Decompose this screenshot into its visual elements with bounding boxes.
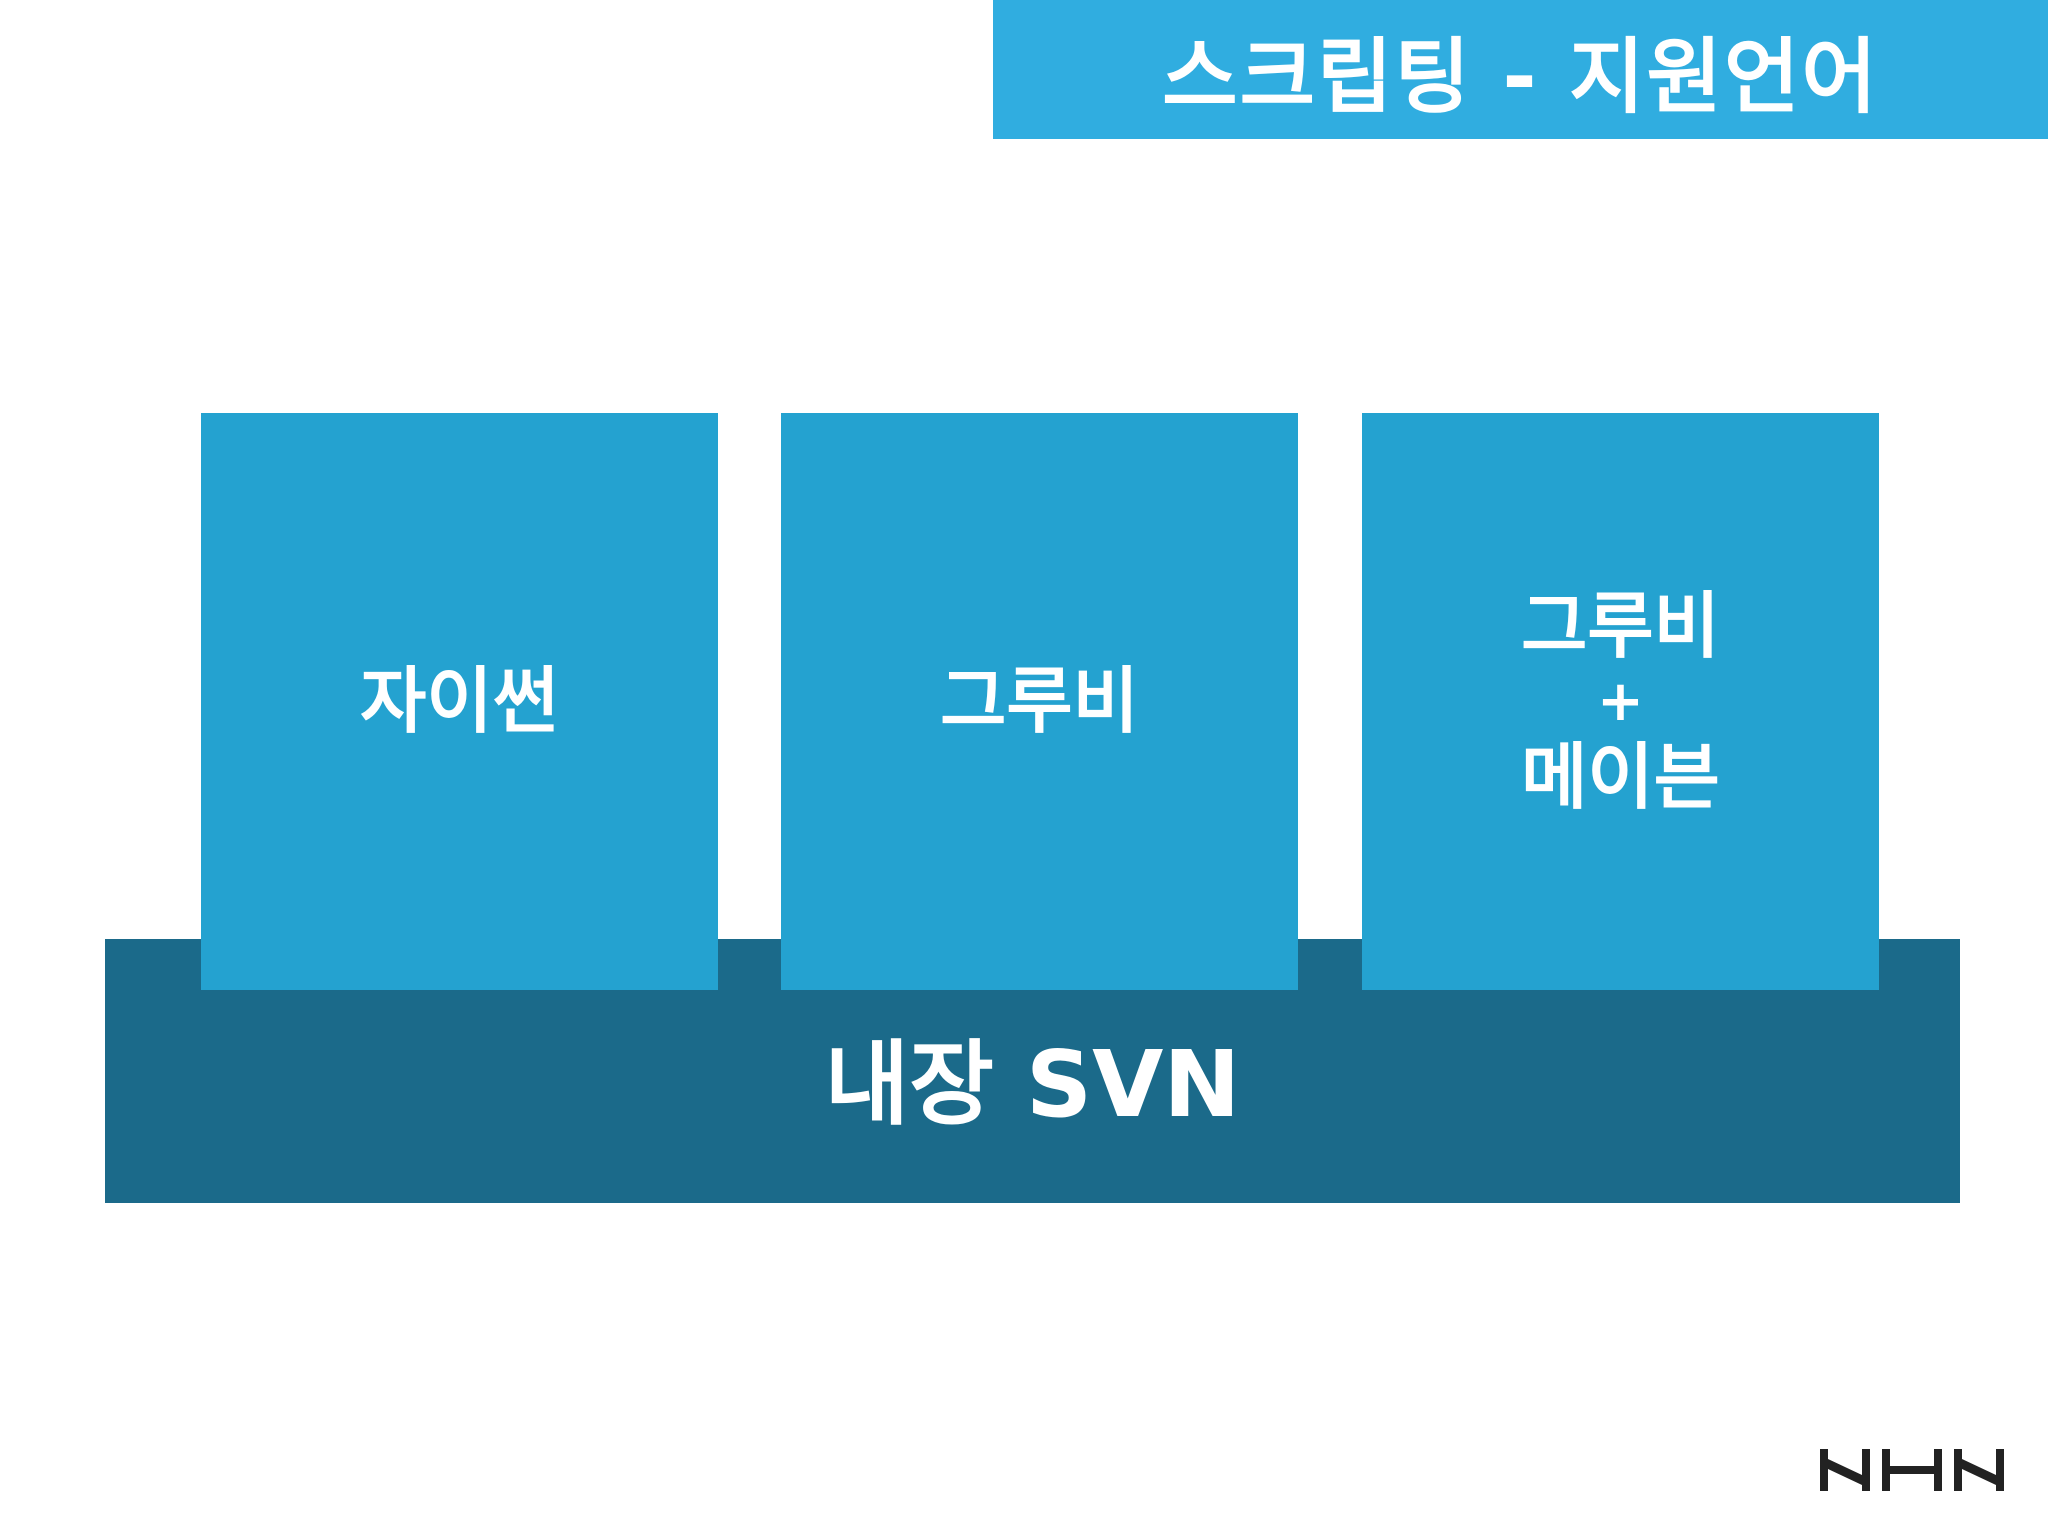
block-groovy-maven-plus: +	[1597, 668, 1644, 734]
nhn-logo-icon	[1820, 1449, 2004, 1491]
block-jython-label: 자이썬	[360, 659, 559, 744]
block-groovy-label: 그루비	[940, 659, 1139, 744]
block-groovy: 그루비	[781, 413, 1298, 990]
block-jython: 자이썬	[201, 413, 718, 990]
title-bar: 스크립팅 - 지원언어	[993, 0, 2048, 139]
block-groovy-maven-top-label: 그루비	[1521, 583, 1720, 668]
slide-title: 스크립팅 - 지원언어	[1162, 30, 1879, 125]
base-layer-label: 내장 SVN	[824, 1030, 1241, 1138]
block-groovy-maven: 그루비 + 메이븐	[1362, 413, 1879, 990]
block-groovy-maven-bottom-label: 메이븐	[1521, 734, 1720, 819]
